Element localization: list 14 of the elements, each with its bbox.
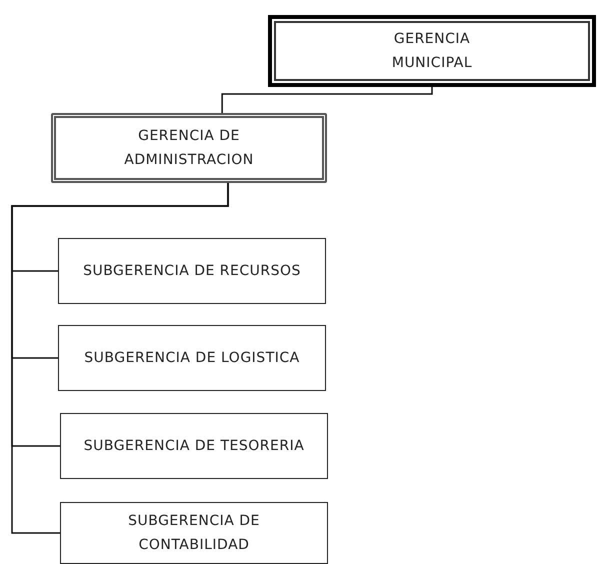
box-label: SUBGERENCIA DE RECURSOS bbox=[83, 262, 301, 281]
connector-line bbox=[221, 87, 433, 113]
connector-line bbox=[11, 183, 229, 534]
org-box bbox=[60, 413, 328, 479]
org-box bbox=[51, 113, 327, 183]
org-box bbox=[58, 325, 326, 391]
org-box bbox=[58, 238, 326, 304]
box-label: GERENCIA MUNICIPAL bbox=[390, 30, 474, 73]
box-label: GERENCIA DE ADMINISTRACION bbox=[123, 126, 255, 170]
org-box bbox=[60, 502, 328, 564]
org-box bbox=[268, 15, 596, 87]
box-label: SUBGERENCIA DE TESORERIA bbox=[84, 436, 304, 456]
box-label: SUBGERENCIA DE CONTABILIDAD bbox=[127, 512, 261, 555]
box-label: SUBGERENCIA DE LOGISTICA bbox=[84, 348, 300, 368]
